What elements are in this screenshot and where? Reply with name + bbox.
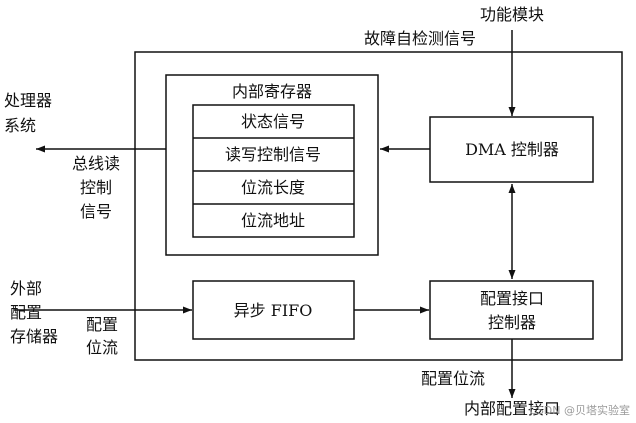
external-config-storage-line2: 配置 [10, 303, 42, 322]
bus-read-control-line1: 总线读 [72, 154, 120, 173]
bus-read-control-line3: 信号 [80, 202, 112, 221]
external-config-storage-line3: 存储器 [10, 327, 58, 346]
watermark: CSDN @贝塔实验室 [529, 403, 630, 417]
processor-system-line1: 处理器 [4, 91, 52, 110]
internal-registers-title: 内部寄存器 [232, 82, 312, 101]
register-rw-control-signal: 读写控制信号 [225, 145, 321, 164]
config-stream-left-line2: 位流 [86, 338, 118, 357]
dma-controller-box [429, 116, 594, 183]
register-bitstream-address: 位流地址 [241, 211, 305, 230]
register-bitstream-length: 位流长度 [241, 178, 305, 197]
config-stream-left-line1: 配置 [86, 315, 118, 334]
bus-read-control-line2: 控制 [80, 178, 112, 197]
config-stream-bottom-label: 配置位流 [421, 369, 485, 388]
register-status-signal: 状态信号 [241, 112, 305, 131]
async-fifo-label: 异步 FIFO [234, 301, 313, 320]
config-port-controller-line2: 控制器 [488, 313, 536, 332]
config-port-controller-line1: 配置接口 [480, 289, 544, 308]
processor-system-line2: 系统 [4, 116, 36, 135]
function-module-label: 功能模块 [480, 5, 544, 24]
async-fifo-box [192, 280, 355, 340]
internal-config-port-label: 内部配置接口 [464, 399, 560, 418]
external-config-storage-line1: 外部 [10, 279, 42, 298]
fault-self-test-label: 故障自检测信号 [364, 29, 476, 48]
dma-controller-label: DMA 控制器 [465, 140, 559, 159]
